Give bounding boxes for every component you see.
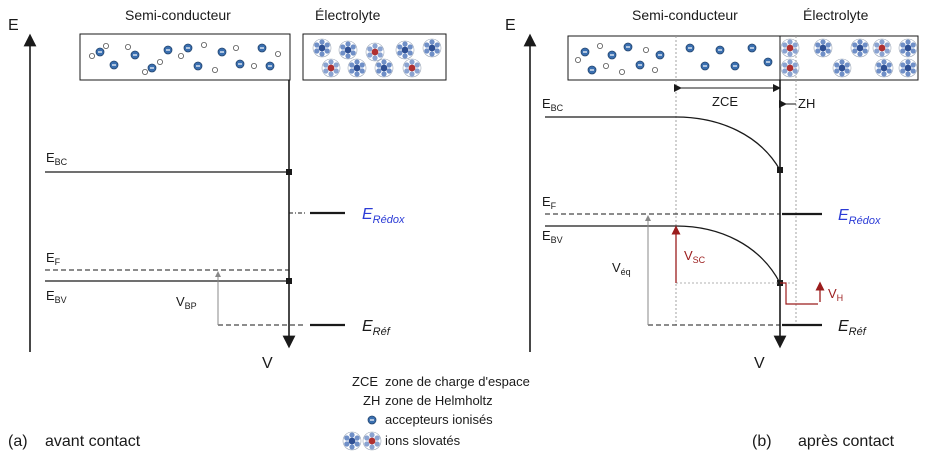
vh-step [780, 283, 818, 304]
legend: ZCE zone de charge d'espace ZH zone de H… [343, 374, 530, 450]
semiconductor-box-a [80, 34, 290, 80]
energy-axis-label-a: E [8, 17, 19, 34]
semiconductor-box-b [568, 36, 780, 80]
potential-axis-label-b: V [754, 355, 765, 372]
ebc-label-b: EBC [542, 96, 564, 113]
eredox-label-b: ERédox [838, 207, 881, 227]
legend-zce-text: zone de charge d'espace [385, 374, 530, 389]
electrolyte-header-a: Électrolyte [315, 7, 381, 23]
legend-acceptor-icon [368, 416, 376, 424]
panel-a-caption: avant contact [45, 433, 141, 450]
ef-label-b: EF [542, 194, 557, 211]
legend-zh-text: zone de Helmholtz [385, 393, 493, 408]
legend-acceptor-text: accepteurs ionisés [385, 412, 493, 427]
panel-a-tag: (a) [8, 433, 28, 450]
legend-zce-abbr: ZCE [352, 374, 378, 389]
ebc-curve-b [545, 117, 780, 170]
potential-axis-label-a: V [262, 355, 273, 372]
legend-zh-abbr: ZH [363, 393, 380, 408]
eref-label-b: ERéf [838, 318, 867, 338]
legend-ions-text: ions slovatés [385, 433, 461, 448]
vsc-label: VSC [684, 248, 706, 265]
panel-b: E Semi-conducteur Électrolyte [505, 7, 918, 450]
panel-a: E Semi-conducteur Électrolyte [8, 7, 446, 450]
ebv-label-a: EBV [46, 288, 67, 305]
semiconductor-header-a: Semi-conducteur [125, 7, 231, 23]
eref-label-a: ERéf [362, 318, 391, 338]
legend-ion-red-icon [363, 432, 381, 450]
zh-label: ZH [798, 96, 815, 111]
ebc-label-a: EBC [46, 150, 68, 167]
legend-ion-blue-icon [343, 432, 361, 450]
ebv-curve-b [545, 226, 780, 283]
panel-b-caption: après contact [798, 433, 895, 450]
ebv-label-b: EBV [542, 228, 563, 245]
ef-label-a: EF [46, 250, 61, 267]
panel-b-tag: (b) [752, 433, 772, 450]
vbp-label: VBP [176, 294, 197, 311]
eredox-label-a: ERédox [362, 206, 405, 226]
zce-label: ZCE [712, 94, 738, 109]
energy-axis-label-b: E [505, 17, 516, 34]
vh-label: VH [828, 286, 843, 303]
veq-label: Véq [612, 260, 631, 277]
semiconductor-header-b: Semi-conducteur [632, 7, 738, 23]
electrolyte-header-b: Électrolyte [803, 7, 869, 23]
